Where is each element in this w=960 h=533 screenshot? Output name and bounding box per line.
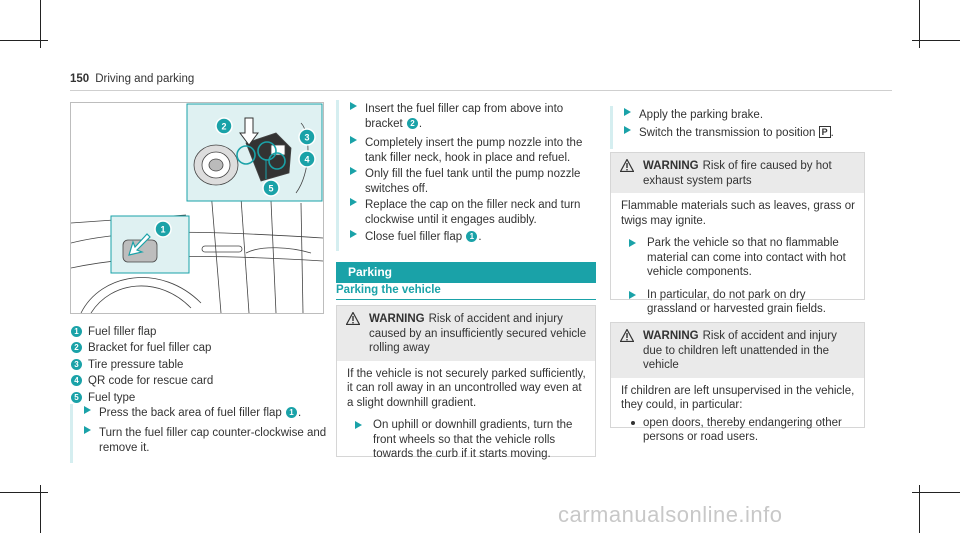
step-arrow-icon	[350, 198, 357, 206]
crop-mark	[40, 0, 41, 48]
warning-body: If the vehicle is not securely parked su…	[347, 367, 587, 462]
page-header: 150 Driving and parking	[70, 73, 194, 85]
callout-3: 3	[298, 128, 316, 146]
svg-text:2: 2	[221, 122, 226, 132]
instruction-step: Switch the transmission to position P.	[610, 124, 879, 149]
header-rule	[70, 90, 892, 91]
crop-mark	[0, 492, 48, 493]
callout-5: 5	[262, 179, 280, 197]
warning-triangle-icon	[620, 329, 634, 342]
legend-number: 5	[71, 391, 82, 403]
legend-number: 2	[71, 342, 82, 354]
instruction-step: Turn the fuel filler cap counter-clockwi…	[70, 424, 329, 463]
warning-bullet: open doors, thereby endangering other pe…	[621, 416, 856, 445]
step-arrow-icon	[355, 421, 362, 429]
crop-mark	[912, 40, 960, 41]
warning-body: Flammable materials such as leaves, gras…	[621, 200, 856, 317]
step-arrow-icon	[350, 102, 357, 110]
svg-text:3: 3	[304, 133, 309, 143]
warning-step: On uphill or downhill gradients, turn th…	[347, 418, 587, 462]
svg-text:5: 5	[268, 184, 273, 194]
step-arrow-icon	[629, 239, 636, 247]
subheading-parking-vehicle: Parking the vehicle	[336, 284, 441, 296]
step-arrow-icon	[84, 426, 91, 434]
instruction-step: Apply the parking brake.	[610, 106, 879, 127]
step-arrow-icon	[350, 167, 357, 175]
instruction-step: Press the back area of fuel filler flap …	[70, 404, 329, 427]
step-arrow-icon	[624, 126, 631, 134]
instruction-step: Replace the cap on the filler neck and t…	[336, 196, 593, 233]
step-arrow-icon	[629, 290, 636, 299]
page-number: 150	[70, 73, 90, 85]
inline-ref-number: 1	[466, 231, 478, 242]
watermark: carmanualsonline.info	[558, 502, 783, 527]
legend-number: 3	[71, 358, 82, 370]
crop-mark	[919, 0, 920, 48]
crop-mark	[0, 40, 48, 41]
legend-number: 4	[71, 375, 82, 387]
car-fuel-flap-drawing: 1 2 3 4 5	[71, 103, 323, 313]
instruction-step: Insert the fuel filler cap from above in…	[336, 100, 593, 137]
inline-ref-number: 1	[286, 407, 298, 418]
legend-number: 1	[71, 326, 82, 337]
callout-4: 4	[298, 150, 316, 168]
warning-step: In particular, do not park on dry grassl…	[621, 288, 856, 317]
instruction-step: Completely insert the pump nozzle into t…	[336, 134, 593, 171]
callout-1: 1	[154, 220, 172, 238]
park-position-symbol: P	[818, 126, 831, 138]
subheading-rule	[336, 299, 596, 300]
svg-text:4: 4	[304, 155, 309, 165]
warning-step: Park the vehicle so that no flammable ma…	[621, 236, 856, 280]
crop-mark	[912, 492, 960, 493]
crop-mark	[40, 485, 41, 533]
crop-mark	[919, 485, 920, 533]
instruction-step: Close fuel filler flap 1.	[336, 228, 593, 251]
section-band-parking: Parking	[336, 262, 596, 283]
warning-body: If children are left unsupervised in the…	[621, 384, 856, 445]
fuel-flap-illustration: 1 2 3 4 5	[70, 102, 324, 314]
step-arrow-icon	[624, 108, 631, 116]
svg-text:1: 1	[160, 225, 165, 235]
instruction-step: Only fill the fuel tank until the pump n…	[336, 165, 593, 202]
section-title: Driving and parking	[95, 73, 195, 85]
warning-triangle-icon	[620, 159, 634, 172]
inline-ref-number: 2	[406, 117, 418, 129]
step-arrow-icon	[350, 230, 357, 238]
step-arrow-icon	[84, 406, 91, 414]
warning-triangle-icon	[346, 312, 360, 325]
step-arrow-icon	[350, 136, 357, 144]
callout-2: 2	[215, 117, 233, 135]
